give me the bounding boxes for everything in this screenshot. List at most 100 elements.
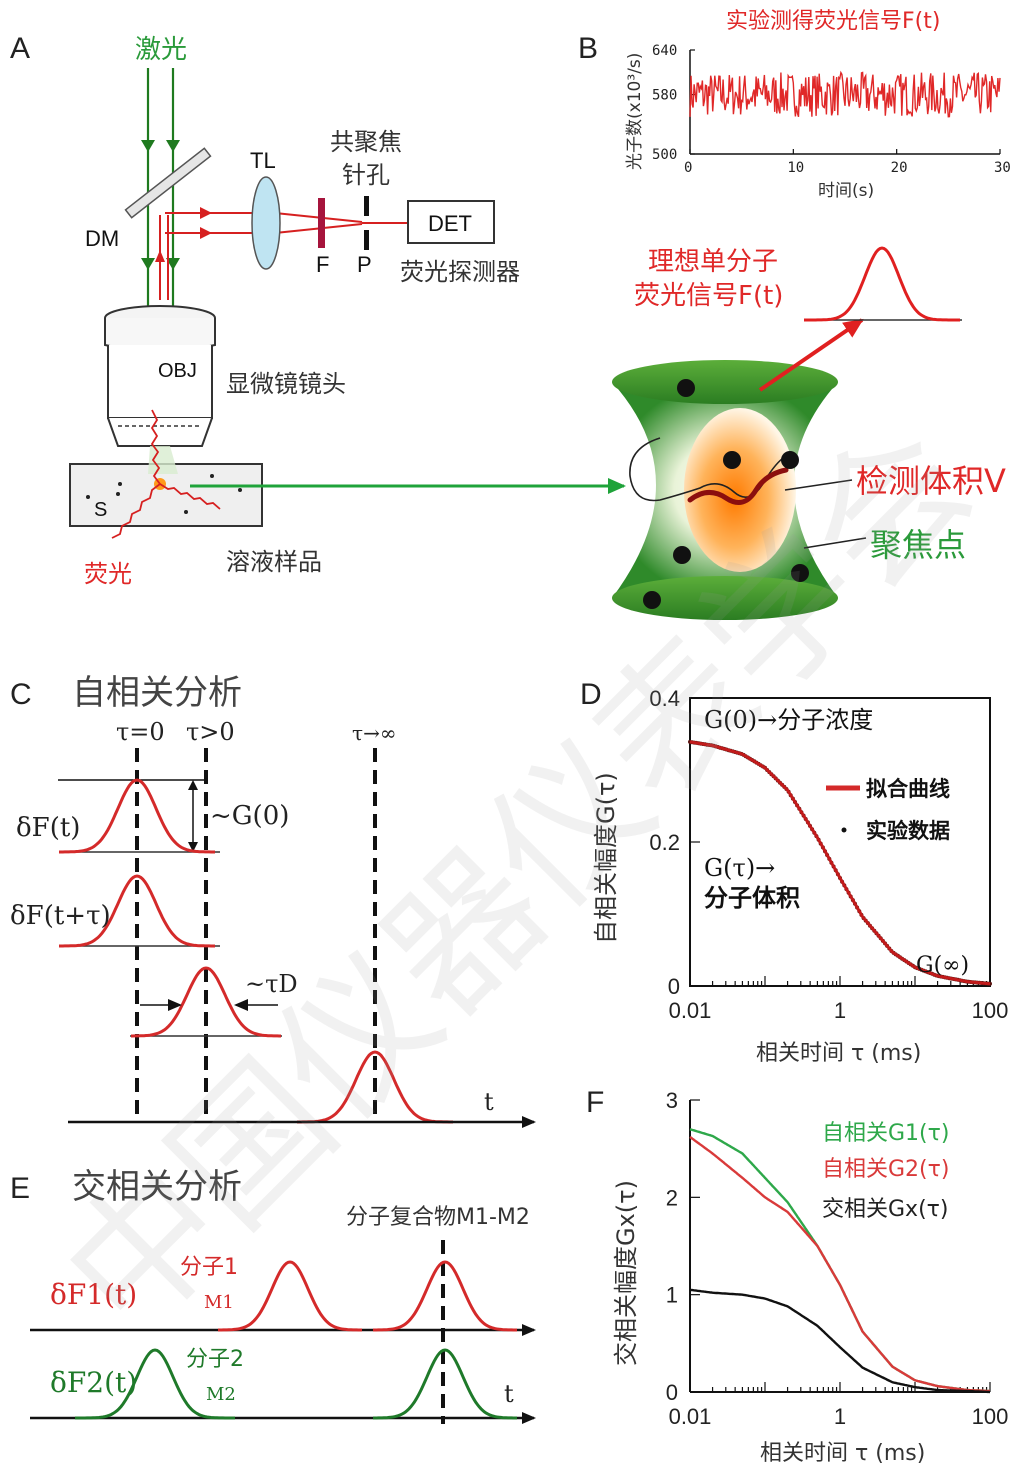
g0-label: ~G(0) [210, 801, 289, 831]
pinhole-bottom [364, 230, 369, 250]
chart-d-xlabel: 相关时间 τ (ms) [756, 1041, 921, 1066]
chart-f-legend-g2: 自相关G2(τ) [822, 1157, 949, 1182]
panel-e-label: E [10, 1172, 30, 1205]
chart-b-xtick-label: 20 [891, 160, 908, 176]
chart-b-series [689, 70, 1001, 118]
chart-f-xlabel: 相关时间 τ (ms) [760, 1441, 925, 1466]
chart-f-xtick-label: 100 [972, 1404, 1009, 1429]
sample-s-label: S [94, 499, 107, 521]
molecule1-label: 分子1 [180, 1255, 238, 1280]
chart-d-xtick-label: 100 [972, 998, 1009, 1023]
chart-d-legend-data-swatch [841, 827, 847, 833]
detector-box [407, 200, 495, 244]
ideal-signal-label-2: 荧光信号F(t) [634, 281, 783, 311]
chart-d-annotation-g0: G(0)→分子浓度 [704, 706, 873, 734]
diffusion-path-inner [687, 467, 789, 505]
focal-point-leader [803, 537, 867, 549]
emission-path [155, 207, 408, 300]
pinhole-top [364, 196, 369, 216]
chart-f-xtick-label: 1 [834, 1404, 846, 1429]
trace-baselines [60, 851, 282, 1037]
laser-label: 激光 [135, 35, 187, 65]
m2-peak-2 [373, 1348, 517, 1420]
focal-cap-top [612, 360, 838, 404]
pinhole-label-2: 针孔 [342, 161, 390, 189]
panel-c-title: 自相关分析 [72, 673, 242, 713]
taud-label: ~τD [245, 970, 298, 998]
panel-e: E 交相关分析 分子复合物M1-M2 δF1(t) δF2(t) 分子1 M1 … [10, 1167, 536, 1424]
chart-f-legend-g1: 自相关G1(τ) [822, 1121, 949, 1146]
chart-b-xtick-label: 10 [787, 160, 804, 176]
peak-df-t [59, 778, 215, 854]
detection-volume-ellipse [684, 408, 796, 572]
focal-point-label: 聚焦点 [870, 526, 966, 564]
filter-label: F [316, 252, 329, 277]
panel-a-label: A [10, 32, 30, 65]
pinhole-label-1: 共聚焦 [330, 128, 402, 156]
sample-label: 溶液样品 [226, 548, 322, 576]
panel-d-label: D [580, 678, 602, 711]
dm-label: DM [85, 226, 119, 251]
tau-inf-label: τ→∞ [352, 721, 396, 745]
detection-volume-label: 检测体积V [856, 462, 1006, 500]
focal-volume-illustration: 检测体积V 聚焦点 理想单分子 荧光信号F(t) [612, 246, 1006, 620]
peak-shifted [131, 966, 281, 1038]
fluorescence-label: 荧光 [84, 560, 132, 588]
df-t-tau-label: δF(t+τ) [10, 901, 111, 931]
panel-c: C 自相关分析 τ=0 τ>0 τ→∞ ~G(0) δF(t) δF(t+τ) … [10, 673, 536, 1128]
chart-f-ytick-label: 0 [666, 1380, 678, 1405]
chart-d-ytick-label: 0.2 [649, 830, 680, 855]
chart-f-series-gx [689, 1288, 991, 1394]
chart-f-series-g2 [689, 1136, 990, 1393]
chart-f-ytick-label: 1 [666, 1283, 678, 1308]
panel-f-label: F [586, 1086, 604, 1119]
objective-lens: OBJ [104, 305, 216, 447]
chart-b-ytick-label: 500 [652, 147, 677, 163]
chart-f-ytick-label: 3 [666, 1088, 678, 1113]
chart-d-xtick-label: 0.01 [669, 998, 712, 1023]
time-axis-e-label: t [504, 1380, 514, 1408]
chart-f-ylabel: 交相关幅度Gx(τ) [612, 1180, 640, 1366]
chart-d-ytick-label: 0 [668, 974, 680, 999]
panel-e-title: 交相关分析 [72, 1167, 242, 1207]
chart-d-xtick-label: 1 [834, 998, 846, 1023]
chart-d-fit-curve [689, 740, 991, 986]
df-t-label: δF(t) [16, 813, 80, 843]
m2-label: M2 [206, 1384, 236, 1405]
tau-pos-label: τ>0 [186, 718, 235, 746]
chart-f-legend-gx: 交相关Gx(τ) [822, 1197, 948, 1222]
tau-zero-label: τ=0 [116, 718, 165, 746]
chart-d-legend-fit: 拟合曲线 [866, 777, 950, 801]
chart-b-title: 实验测得荧光信号F(t) [726, 9, 940, 34]
laser-beams [141, 68, 180, 310]
chart-d-annotation-volume: 分子体积 [704, 884, 800, 912]
chart-b-ytick-label: 580 [652, 88, 677, 104]
chart-b-ytick-label: 640 [652, 43, 677, 59]
filter [318, 198, 325, 248]
detector-label: 荧光探测器 [400, 258, 520, 286]
molecule2-label: 分子2 [186, 1347, 244, 1372]
ideal-signal-arrow [758, 318, 864, 392]
chart-d-legend-data: 实验数据 [866, 819, 950, 843]
df2-label: δF2(t) [50, 1366, 137, 1399]
chart-f-ytick-label: 2 [666, 1185, 678, 1210]
chart-d-annotation-ginf: G(∞) [916, 953, 969, 978]
pinhole-p-label: P [357, 252, 372, 277]
df1-label: δF1(t) [50, 1278, 137, 1311]
fluorescence-rays [111, 409, 221, 539]
m1-peak-2 [373, 1260, 517, 1332]
peak-tau-infinity [297, 1050, 453, 1124]
tau-dashed-lines [135, 748, 377, 1122]
detector-det-label: DET [428, 211, 472, 236]
detection-volume-leader [784, 479, 853, 491]
panel-c-label: C [10, 678, 32, 711]
chart-b-xtick-label: 0 [684, 160, 692, 176]
focal-cap-bottom [612, 576, 838, 620]
m2-peak-1 [75, 1348, 235, 1420]
